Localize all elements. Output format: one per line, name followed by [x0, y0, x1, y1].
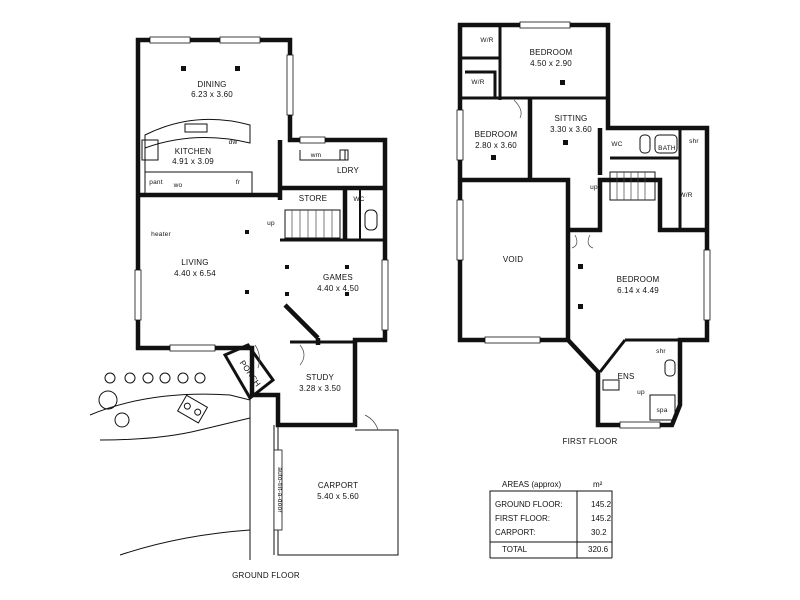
room-name-void: VOID [503, 255, 523, 264]
room-dims-bedroom-2: 2.80 x 3.60 [475, 141, 517, 150]
room-dims-bedroom-3: 6.14 x 4.49 [617, 286, 659, 295]
label-up-first-1: up [590, 184, 598, 191]
room-dims-dining: 6.23 x 3.60 [191, 90, 233, 99]
label-wall-oven: wo [173, 182, 183, 189]
areas-row-label: GROUND FLOOR: [495, 500, 563, 509]
first-floor-plan: BEDROOM 4.50 x 2.90 BEDROOM 2.80 x 3.60 … [456, 21, 711, 446]
room-dims-study: 3.28 x 3.50 [299, 384, 341, 393]
room-dims-living: 4.40 x 6.54 [174, 269, 216, 278]
areas-row-value: 30.2 [591, 528, 607, 537]
label-up-first-2: up [637, 389, 645, 396]
room-name-laundry: LDRY [337, 166, 359, 175]
stairs-ground [284, 209, 341, 239]
label-fridge: fr [236, 179, 241, 186]
label-washing-machine: wm [310, 152, 322, 159]
room-name-carport: CARPORT [318, 481, 358, 490]
label-wir-3: W/R [679, 192, 692, 199]
label-shower-1: shr [689, 138, 699, 145]
room-name-dining: DINING [197, 80, 226, 89]
label-pantry: pant [149, 179, 162, 186]
areas-row-value: 145.2 [591, 500, 612, 509]
room-dims-bedroom-1: 4.50 x 2.90 [530, 59, 572, 68]
room-dims-kitchen: 4.91 x 3.09 [172, 157, 214, 166]
room-name-study: STUDY [306, 373, 335, 382]
areas-row-label: FIRST FLOOR: [495, 514, 550, 523]
room-name-store: STORE [299, 194, 327, 203]
areas-unit: m² [593, 480, 603, 489]
areas-total-value: 320.6 [588, 545, 609, 554]
room-dims-games: 4.40 x 4.50 [317, 284, 359, 293]
areas-header: AREAS (approx) [502, 480, 561, 489]
label-bath: BATH [658, 145, 676, 152]
label-spa: spa [656, 407, 667, 414]
room-name-kitchen: KITCHEN [175, 147, 212, 156]
label-up-ground: up [267, 220, 275, 227]
room-name-bedroom-1: BEDROOM [530, 48, 573, 57]
room-name-living: LIVING [181, 258, 208, 267]
areas-row-value: 145.2 [591, 514, 612, 523]
label-wc-ground: WC [353, 196, 364, 203]
areas-total-label: TOTAL [502, 545, 528, 554]
label-shower-2: shr [656, 348, 666, 355]
label-wc-first: WC [611, 141, 622, 148]
label-wir-2: W/R [471, 79, 484, 86]
room-name-games: GAMES [323, 273, 353, 282]
ground-floor-title: GROUND FLOOR [232, 571, 300, 580]
room-dims-sitting: 3.30 x 3.60 [550, 125, 592, 134]
label-dw: dw [229, 139, 238, 146]
room-name-bedroom-2: BEDROOM [475, 130, 518, 139]
label-wir-1: W/R [480, 37, 493, 44]
ground-floor-plan: DINING 6.23 x 3.60 KITCHEN 4.91 x 3.09 L… [89, 36, 399, 580]
label-garage-door: auto-tilt-a-door [276, 467, 283, 513]
stairs-first [609, 171, 656, 201]
room-name-bedroom-3: BEDROOM [617, 275, 660, 284]
areas-table: AREAS (approx) m² GROUND FLOOR: 145.2 FI… [489, 480, 613, 559]
garden [89, 372, 251, 560]
areas-row-label: CARPORT: [495, 528, 535, 537]
label-heater: heater [151, 231, 171, 238]
first-floor-title: FIRST FLOOR [563, 437, 618, 446]
room-dims-carport: 5.40 x 5.60 [317, 492, 359, 501]
room-name-sitting: SITTING [555, 114, 588, 123]
room-name-ensuite: ENS [617, 372, 634, 381]
